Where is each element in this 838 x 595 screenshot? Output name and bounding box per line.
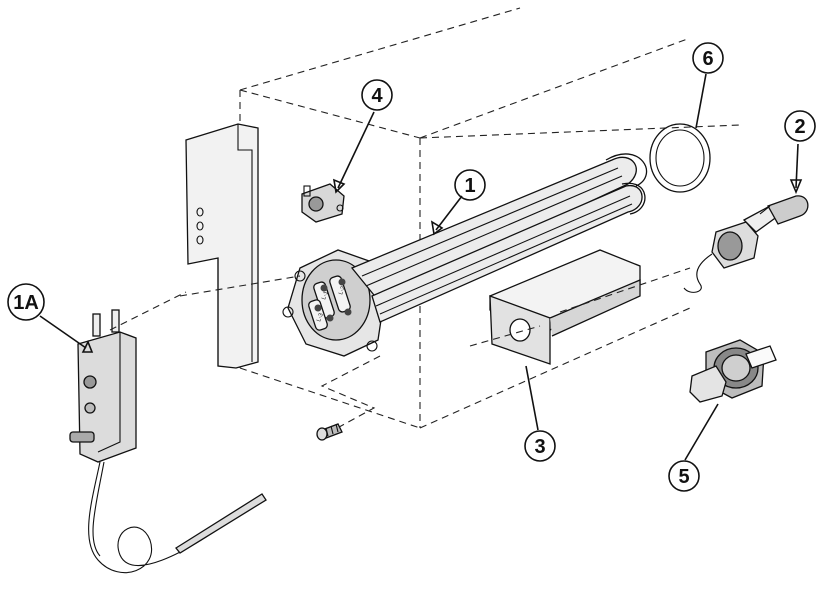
screw-guide-line — [320, 355, 381, 433]
element-terminal-marks: L-1 L-2 L-3 — [316, 285, 347, 323]
callout-3: 3 — [524, 430, 556, 462]
heating-element — [282, 153, 648, 357]
terminal-mark-l2: L-2 — [338, 285, 347, 296]
callout-1: 1 — [454, 169, 486, 201]
high-limit-switch — [301, 183, 345, 223]
terminal-mark-l1: L-1 — [321, 290, 330, 301]
callout-1a-label: 1A — [13, 292, 39, 314]
callout-2: 2 — [784, 110, 816, 142]
callout-4: 4 — [361, 79, 393, 111]
gasket-ring — [649, 123, 711, 193]
temperature-sensor — [683, 195, 809, 293]
terminal-cover — [469, 249, 691, 365]
callout-6: 6 — [692, 42, 724, 74]
callout-1-label: 1 — [464, 175, 475, 197]
callout-1a: 1A — [7, 283, 45, 321]
callout-5: 5 — [668, 460, 700, 492]
callout-3-label: 3 — [534, 436, 545, 458]
callout-6-label: 6 — [702, 48, 713, 70]
callout-2-label: 2 — [794, 116, 805, 138]
bracket-guide-line — [179, 275, 301, 297]
thermostat-guide-line — [109, 291, 187, 331]
callout-4-label: 4 — [371, 85, 383, 107]
thermostat-1a — [69, 309, 267, 574]
terminal-mark-l3: L-3 — [316, 312, 325, 323]
leader-lines — [39, 73, 803, 461]
mounting-screw — [316, 423, 343, 441]
drain-plug — [689, 339, 777, 403]
callout-5-label: 5 — [678, 466, 689, 488]
mounting-bracket — [185, 123, 259, 369]
